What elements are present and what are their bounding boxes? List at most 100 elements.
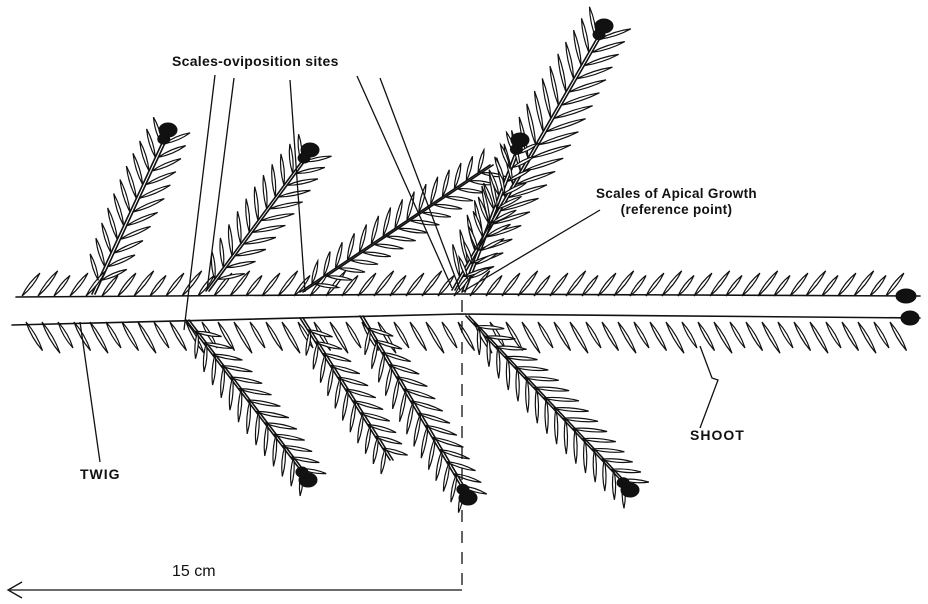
- apical-growth-label: Scales of Apical Growth (reference point…: [596, 186, 757, 217]
- needle: [228, 224, 232, 255]
- needle: [211, 252, 215, 280]
- needle: [810, 322, 828, 353]
- needle: [586, 322, 601, 348]
- needle: [446, 197, 474, 201]
- shoot-bud: [896, 289, 916, 303]
- needle: [646, 273, 664, 296]
- needle: [407, 401, 414, 434]
- needle: [842, 322, 859, 351]
- bud: [457, 484, 469, 494]
- needle: [350, 401, 355, 432]
- needle: [477, 326, 480, 355]
- needle: [458, 322, 475, 351]
- needle: [826, 322, 841, 348]
- needle: [794, 322, 811, 351]
- needle: [858, 322, 876, 353]
- needle: [394, 322, 409, 348]
- oviposition-sites-label: Scales-oviposition sites: [172, 53, 339, 69]
- needle: [486, 276, 502, 297]
- needle: [134, 271, 154, 296]
- needle: [374, 271, 394, 296]
- needle: [584, 439, 587, 473]
- needle: [398, 228, 428, 233]
- needle: [238, 389, 242, 423]
- needle: [714, 322, 732, 353]
- needle: [574, 30, 582, 66]
- needle: [762, 322, 780, 353]
- needle: [118, 273, 136, 296]
- needle: [229, 377, 233, 410]
- needle: [426, 322, 444, 353]
- needle: [246, 276, 262, 297]
- needle: [790, 273, 808, 296]
- needle: [566, 42, 574, 79]
- shoot-bud: [901, 311, 919, 325]
- needle: [393, 377, 399, 409]
- needle: [400, 389, 407, 422]
- bud: [593, 30, 605, 40]
- needle: [650, 322, 667, 351]
- needle: [822, 276, 838, 297]
- needle: [351, 260, 379, 264]
- needle: [280, 154, 284, 185]
- needle: [838, 273, 856, 296]
- needle: [429, 437, 435, 469]
- needle: [126, 166, 136, 198]
- needle: [38, 271, 58, 296]
- needle: [612, 470, 615, 500]
- needle: [335, 377, 340, 408]
- needle: [603, 459, 606, 491]
- needle: [246, 199, 250, 233]
- needle: [166, 273, 184, 296]
- needle: [327, 276, 352, 280]
- needle: [266, 322, 283, 351]
- needle: [526, 377, 529, 412]
- needle: [564, 418, 567, 454]
- needle: [203, 343, 207, 372]
- needle: [730, 322, 745, 348]
- needle: [70, 273, 88, 296]
- needle: [890, 322, 907, 351]
- needle: [362, 252, 390, 256]
- needle: [42, 322, 60, 353]
- needle: [558, 54, 566, 92]
- needle: [710, 271, 730, 296]
- shoot-label: SHOOT: [690, 427, 745, 443]
- needle: [386, 236, 416, 241]
- apical-growth-title: Scales of Apical Growth: [596, 186, 757, 202]
- needle: [237, 211, 241, 244]
- needle: [289, 144, 293, 174]
- needle: [313, 342, 318, 370]
- needle: [662, 271, 682, 296]
- needle: [443, 462, 449, 492]
- needle: [574, 429, 577, 464]
- needle: [874, 322, 889, 348]
- needle: [487, 337, 490, 367]
- needle: [566, 271, 586, 296]
- needle: [550, 66, 558, 105]
- needle: [451, 474, 457, 502]
- needle: [421, 425, 428, 458]
- needle: [264, 423, 268, 456]
- oviposition-leader-5: [380, 78, 460, 290]
- bud: [617, 478, 629, 488]
- needle: [22, 273, 40, 296]
- needle: [506, 357, 509, 390]
- needle: [434, 205, 463, 209]
- needle: [582, 276, 598, 297]
- needle: [365, 425, 370, 454]
- scale-label: 15 cm: [172, 563, 216, 581]
- needle: [390, 276, 406, 297]
- needle: [343, 389, 348, 421]
- needle: [406, 273, 424, 296]
- needle: [555, 408, 558, 444]
- needle: [234, 322, 252, 353]
- needle: [758, 271, 778, 296]
- needle: [870, 276, 886, 297]
- needle: [106, 322, 121, 348]
- needle: [108, 208, 118, 239]
- needle: [774, 276, 790, 297]
- needle: [114, 194, 124, 226]
- needle: [442, 322, 457, 348]
- needle: [694, 273, 712, 296]
